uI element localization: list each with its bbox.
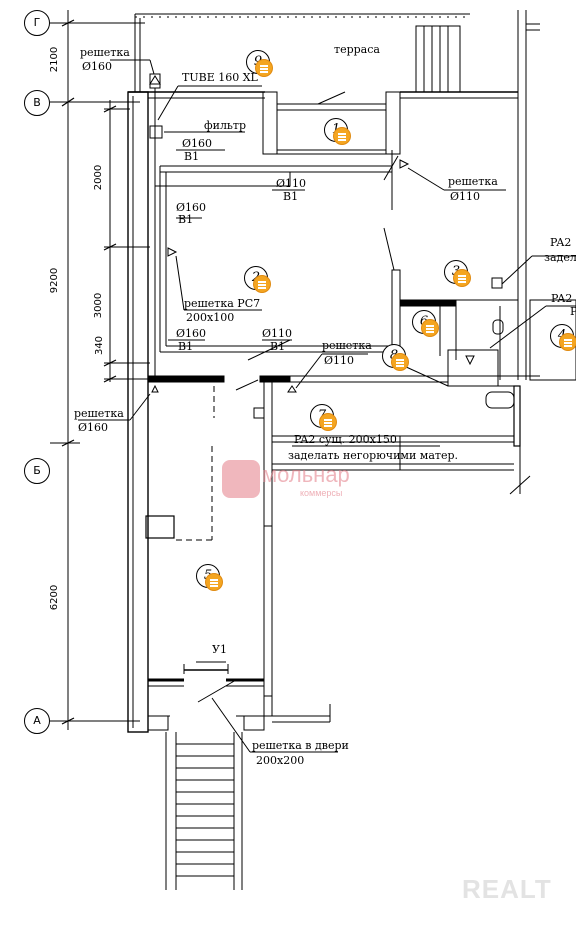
pipe-label-4a: Ø160 (176, 327, 207, 340)
pa2-right-label-2: PA2 (551, 292, 573, 305)
note-icon (560, 334, 576, 350)
grille-pc7-size: 200x100 (186, 311, 235, 324)
grille-mid-diameter: Ø110 (324, 354, 355, 367)
axis-marker-v: В (24, 90, 50, 116)
watermark-logo-icon (222, 460, 260, 498)
pa2-note-line1: PA2 сущ. 200x150 (294, 433, 397, 446)
note-icon (454, 270, 470, 286)
pipe-label-2a: Ø110 (276, 177, 307, 190)
terrace-label: терраса (334, 43, 380, 56)
grille-mid-label: решетка (322, 339, 372, 352)
grille-top-diameter: Ø160 (82, 60, 113, 73)
u1-label: У1 (212, 643, 227, 656)
note-icon (422, 320, 438, 336)
note-icon (320, 414, 336, 430)
note-icon (206, 574, 222, 590)
pipe-label-3b: B1 (178, 213, 194, 226)
watermark-brand: мольнар (262, 462, 350, 487)
dimension-2000: 2000 (93, 164, 105, 191)
grille-top-label: решетка (80, 46, 130, 59)
tube-label: TUBE 160 XL (182, 71, 258, 84)
pipe-label-5b: B1 (270, 340, 286, 353)
watermark-sub: коммерсы (300, 488, 343, 498)
watermark-corner: REALT (462, 874, 552, 904)
grille-right-diameter: Ø110 (450, 190, 481, 203)
pipe-label-4b: B1 (178, 340, 194, 353)
pipe-label-3a: Ø160 (176, 201, 207, 214)
grille-left-diameter: Ø160 (78, 421, 109, 434)
note-icon (256, 60, 272, 76)
note-icon (334, 128, 350, 144)
pa2-note-line2: заделать негорючими матер. (288, 449, 459, 462)
door-grille-size: 200x200 (256, 754, 305, 767)
dimension-2100: 2100 (49, 46, 61, 73)
note-icon (392, 354, 408, 370)
pipe-label-1a: Ø160 (182, 137, 213, 150)
axis-marker-a: А (24, 708, 50, 734)
pipe-label-5a: Ø110 (262, 327, 293, 340)
pipe-label-1b: B1 (184, 150, 200, 163)
dimension-6200: 6200 (49, 584, 61, 611)
grille-left-label: решетка (74, 407, 124, 420)
pipe-label-2b: B1 (283, 190, 299, 203)
pa2-right-note-2: P (570, 305, 576, 318)
note-icon (254, 276, 270, 292)
dimension-3000: 3000 (93, 292, 105, 319)
dimension-340: 340 (94, 335, 106, 356)
filter-label: фильтр (204, 119, 247, 132)
door-grille-label: решетка в двери (252, 739, 349, 752)
grille-pc7-label: решетка PC7 (184, 297, 261, 310)
grille-right-label: решетка (448, 175, 498, 188)
dimension-9200: 9200 (49, 267, 61, 294)
axis-marker-b: Б (24, 458, 50, 484)
pa2-right-label-1: PA2 (550, 236, 572, 249)
pa2-right-note-1: задела (544, 251, 576, 264)
axis-marker-g: Г (24, 10, 50, 36)
